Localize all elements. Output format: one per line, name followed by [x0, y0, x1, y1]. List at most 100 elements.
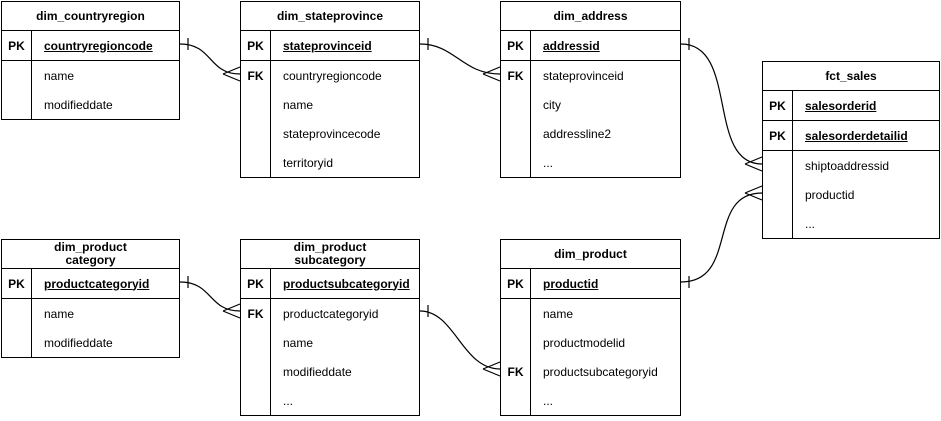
- attr-row: ...: [501, 386, 680, 415]
- pk-row: PK countryregioncode: [2, 31, 179, 61]
- attr-row: shiptoaddressid: [763, 151, 939, 180]
- field-name: modifieddate: [44, 335, 113, 350]
- entity-title: dim_stateprovince: [241, 2, 419, 31]
- pk-badge: PK: [2, 31, 32, 60]
- key-badge: [763, 151, 793, 180]
- attr-row: productmodelid: [501, 328, 680, 357]
- entity-title: dim_countryregion: [2, 2, 179, 31]
- pk-field-name: addressid: [543, 38, 600, 53]
- field-name: stateprovinceid: [543, 68, 624, 83]
- pk-row: PK addressid: [501, 31, 680, 61]
- key-badge: [763, 180, 793, 209]
- attr-row: modifieddate: [241, 357, 419, 386]
- fk-badge: FK: [241, 61, 271, 90]
- key-badge: [501, 90, 531, 119]
- connector-line: [179, 281, 241, 312]
- pk-field-name: productid: [543, 276, 599, 291]
- fk-badge: FK: [501, 357, 531, 386]
- attr-row: FK productsubcategoryid: [501, 357, 680, 386]
- key-badge: [501, 299, 531, 328]
- key-badge: [241, 386, 271, 415]
- pk-field-name: countryregioncode: [44, 38, 153, 53]
- entity-fct-sales[interactable]: fct_sales PK salesorderid PK salesorderd…: [762, 61, 940, 239]
- key-badge: [501, 386, 531, 415]
- field-name: productcategoryid: [283, 306, 379, 321]
- attr-row: name: [241, 328, 419, 357]
- field-name: countryregioncode: [283, 68, 382, 83]
- attr-row: addressline2: [501, 119, 680, 148]
- crow-foot-icon: [744, 185, 763, 201]
- pk-field-name: productcategoryid: [44, 276, 150, 291]
- key-badge: [241, 119, 271, 148]
- entity-dim-productsubcategory[interactable]: dim_product subcategory PK productsubcat…: [240, 239, 420, 416]
- field-name: name: [283, 97, 314, 112]
- relationship-productsubcategory-product[interactable]: [419, 305, 501, 377]
- pk-badge: PK: [241, 31, 271, 60]
- entity-title: dim_product: [501, 240, 680, 269]
- fk-badge: FK: [241, 299, 271, 328]
- entity-title-line2: category: [65, 253, 116, 267]
- entity-title-line1: dim_address: [553, 8, 628, 23]
- entity-title-line1: dim_product: [54, 240, 127, 254]
- entity-title-line1: dim_product: [293, 240, 367, 254]
- pk-row: PK stateprovinceid: [241, 31, 419, 61]
- entity-title: dim_product category: [2, 240, 179, 269]
- entity-title: dim_product subcategory: [241, 240, 419, 269]
- entity-dim-productcategory[interactable]: dim_product category PK productcategoryi…: [1, 239, 180, 358]
- field-name: ...: [283, 393, 294, 408]
- pk-field-name: productsubcategoryid: [283, 276, 410, 291]
- crow-foot-icon: [744, 156, 763, 172]
- field-name: territoryid: [283, 155, 334, 170]
- key-badge: [241, 357, 271, 386]
- entity-dim-product[interactable]: dim_product PK productid name productmod…: [500, 239, 681, 416]
- relationship-stateprovince-address[interactable]: [419, 38, 501, 82]
- field-name: city: [543, 97, 561, 112]
- field-name: productmodelid: [543, 335, 626, 350]
- attr-row: city: [501, 90, 680, 119]
- pk-badge: PK: [501, 31, 531, 60]
- pk-row: PK productcategoryid: [2, 269, 179, 299]
- pk-row: PK salesorderdetailid: [763, 121, 939, 151]
- field-name: name: [44, 68, 75, 83]
- pk-badge: PK: [501, 269, 531, 298]
- entity-dim-address[interactable]: dim_address PK addressid FK stateprovinc…: [500, 1, 681, 178]
- entity-title-line1: dim_countryregion: [36, 8, 145, 23]
- field-name: name: [44, 306, 75, 321]
- pk-field-name: salesorderid: [805, 98, 877, 113]
- relationship-product-fctsales[interactable]: [680, 185, 763, 288]
- connector-line: [680, 192, 763, 283]
- attr-row: ...: [763, 209, 939, 238]
- attr-row: name: [2, 299, 179, 328]
- attr-row: modifieddate: [2, 328, 179, 357]
- pk-badge: PK: [763, 91, 793, 120]
- pk-row: PK productsubcategoryid: [241, 269, 419, 299]
- crow-foot-icon: [482, 361, 501, 377]
- crow-foot-icon: [222, 66, 241, 82]
- entity-title: fct_sales: [763, 62, 939, 91]
- pk-badge: PK: [763, 121, 793, 150]
- key-badge: [501, 328, 531, 357]
- attr-row: FK stateprovinceid: [501, 61, 680, 90]
- entity-dim-stateprovince[interactable]: dim_stateprovince PK stateprovinceid FK …: [240, 1, 420, 178]
- attr-row: FK productcategoryid: [241, 299, 419, 328]
- attr-row: modifieddate: [2, 90, 179, 119]
- relationship-countryregion-stateprovince[interactable]: [179, 38, 241, 82]
- relationship-productcategory-productsubcategory[interactable]: [179, 276, 241, 319]
- field-name: addressline2: [543, 126, 612, 141]
- attr-row: ...: [241, 386, 419, 415]
- key-badge: [2, 328, 32, 357]
- field-name: name: [543, 306, 574, 321]
- field-name: productid: [805, 187, 855, 202]
- attr-row: FK countryregioncode: [241, 61, 419, 90]
- connector-line: [680, 43, 763, 165]
- field-name: modifieddate: [283, 364, 352, 379]
- relationship-address-fctsales[interactable]: [680, 38, 763, 172]
- attr-row: name: [501, 299, 680, 328]
- connector-line: [419, 310, 501, 370]
- key-badge: [763, 209, 793, 238]
- entity-dim-countryregion[interactable]: dim_countryregion PK countryregioncode n…: [1, 1, 180, 120]
- pk-field-name: stateprovinceid: [283, 38, 372, 53]
- crow-foot-icon: [482, 66, 501, 82]
